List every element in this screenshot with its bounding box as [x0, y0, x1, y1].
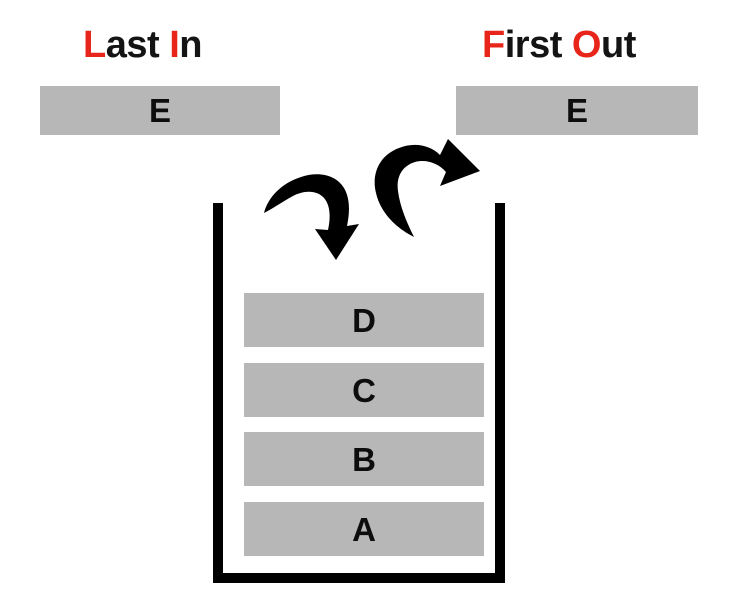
stack-item-label: A [352, 510, 376, 548]
first-out-text-1: irst [504, 24, 572, 66]
last-in-text-2: n [179, 24, 202, 66]
stack-item-label: B [352, 440, 376, 478]
first-out-text-2: ut [600, 24, 636, 66]
label-first-out: First Out [482, 26, 636, 64]
first-out-highlight-letter: F [482, 24, 505, 66]
stack-item-label: C [352, 371, 376, 409]
incoming-element-box: E [40, 86, 280, 135]
pop-arrow-icon [374, 139, 480, 237]
stack-wall-bottom [213, 573, 505, 583]
stack-wall-left [213, 203, 223, 583]
first-out-highlight-letter-2: O [571, 24, 602, 66]
last-in-highlight-letter-2: I [169, 24, 180, 66]
stack-item: D [244, 293, 484, 347]
last-in-highlight-letter: L [83, 24, 106, 66]
incoming-element-label: E [148, 92, 171, 129]
stack-item: A [244, 502, 484, 556]
stack-wall-right [495, 203, 505, 583]
stack-item: B [244, 432, 484, 486]
stack-item: C [244, 363, 484, 417]
last-in-text-1: ast [105, 24, 170, 66]
stack-item-label: D [352, 301, 376, 339]
push-arrow-icon [264, 174, 359, 260]
outgoing-element-box: E [456, 86, 698, 135]
label-last-in: Last In [83, 26, 202, 64]
outgoing-element-label: E [565, 92, 588, 129]
